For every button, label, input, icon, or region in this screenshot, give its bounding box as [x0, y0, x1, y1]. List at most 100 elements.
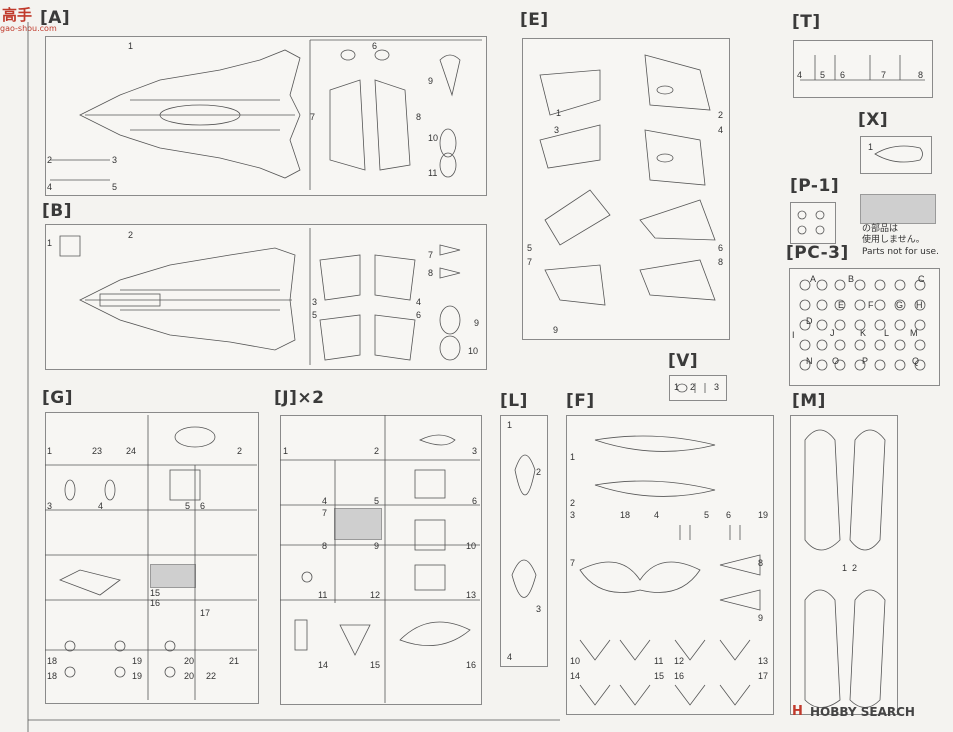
part-num: 5	[112, 182, 118, 192]
sprue-x	[860, 136, 932, 174]
sprue-label-g: [G]	[42, 388, 73, 408]
part-num: 1	[868, 142, 874, 152]
part-num: 2	[690, 382, 696, 392]
part-num: 3	[112, 155, 118, 165]
part-num: 21	[229, 656, 240, 666]
part-num: 10	[428, 133, 439, 143]
part-num: 8	[918, 70, 924, 80]
watermark-logo: 高手	[2, 6, 33, 24]
part-num: 6	[840, 70, 846, 80]
part-num: 19	[132, 671, 143, 681]
sprue-label-b: [B]	[42, 201, 72, 221]
pc3-letter: D	[806, 316, 813, 326]
sprue-m	[790, 415, 898, 715]
part-num: 2	[47, 155, 53, 165]
part-num: 12	[674, 656, 685, 666]
sprue-label-m: [M]	[792, 391, 826, 411]
pc3-letter: L	[884, 328, 890, 338]
part-num: 5	[185, 501, 191, 511]
part-num: 8	[428, 268, 434, 278]
sprue-g	[45, 412, 259, 704]
part-num: 18	[620, 510, 631, 520]
part-num: 7	[322, 508, 328, 518]
hobby-search-logo-mark: H	[792, 704, 803, 719]
sprue-label-v: [V]	[668, 351, 699, 371]
part-num: 18	[47, 671, 58, 681]
pc3-letter: E	[838, 300, 845, 310]
unused-note-line1: の部品は	[862, 224, 899, 234]
part-num: 16	[674, 671, 685, 681]
part-num: 5	[527, 243, 533, 253]
sprue-p1	[790, 202, 836, 244]
sprue-label-j: [J]×2	[274, 388, 325, 408]
part-num: 4	[98, 501, 104, 511]
pc3-letter: B	[848, 274, 855, 284]
pc3-letter: A	[810, 274, 817, 284]
part-num: 14	[318, 660, 329, 670]
sprue-label-p1: [P-1]	[790, 176, 840, 196]
part-num: 7	[428, 250, 434, 260]
pc3-letter: Q	[912, 356, 920, 366]
unused-note-line2: 使用しません。	[862, 235, 925, 245]
part-num: 15	[150, 588, 161, 598]
part-num: 16	[466, 660, 477, 670]
part-num: 4	[47, 182, 53, 192]
part-num: 3	[312, 297, 318, 307]
part-num: 9	[474, 318, 480, 328]
part-num: 17	[200, 608, 211, 618]
pc3-letter: K	[860, 328, 867, 338]
part-num: 14	[570, 671, 581, 681]
part-num: 3	[554, 125, 560, 135]
part-num: 2	[374, 446, 380, 456]
part-num: 19	[758, 510, 769, 520]
part-num: 1	[556, 108, 562, 118]
part-num: 1	[47, 446, 53, 456]
part-num: 6	[200, 501, 206, 511]
sprue-v	[669, 375, 727, 401]
part-num: 23	[92, 446, 103, 456]
pc3-letter: M	[910, 328, 918, 338]
unused-parts-swatch	[860, 194, 936, 224]
pc3-letter: P	[862, 356, 869, 366]
part-num: 4	[797, 70, 803, 80]
part-num: 15	[370, 660, 381, 670]
part-num: 9	[758, 613, 764, 623]
part-num: 5	[374, 496, 380, 506]
part-num: 10	[466, 541, 477, 551]
pc3-letter: J	[830, 328, 835, 338]
part-num: 17	[758, 671, 769, 681]
pc3-letter: N	[806, 356, 813, 366]
part-num: 6	[372, 41, 378, 51]
part-num: 4	[654, 510, 660, 520]
sprue-t	[793, 40, 933, 98]
part-num: 6	[726, 510, 732, 520]
part-num: 4	[416, 297, 422, 307]
part-num: 16	[150, 598, 161, 608]
part-num: 2	[570, 498, 576, 508]
sprue-e	[522, 38, 730, 340]
part-num: 8	[758, 558, 764, 568]
part-num: 2	[718, 110, 724, 120]
part-num: 18	[47, 656, 58, 666]
part-num: 24	[126, 446, 137, 456]
unused-note-line3: Parts not for use.	[862, 247, 939, 257]
part-num: 2	[128, 230, 134, 240]
part-num: 1	[128, 41, 134, 51]
hobby-search-logo-text: HOBBY SEARCH	[810, 705, 915, 719]
part-num: 8	[322, 541, 328, 551]
part-num: 19	[132, 656, 143, 666]
pc3-letter: G	[896, 300, 904, 310]
part-num: 3	[570, 510, 576, 520]
part-num: 4	[322, 496, 328, 506]
unused-part-g15	[150, 564, 196, 588]
part-num: 7	[881, 70, 887, 80]
part-num: 3	[536, 604, 542, 614]
part-num: 10	[570, 656, 581, 666]
sprue-label-e: [E]	[520, 10, 549, 30]
pc3-letter: I	[792, 330, 795, 340]
part-num: 9	[553, 325, 559, 335]
part-num: 11	[318, 590, 328, 600]
part-num: 3	[47, 501, 53, 511]
sprue-label-pc3: [PC-3]	[786, 243, 849, 263]
